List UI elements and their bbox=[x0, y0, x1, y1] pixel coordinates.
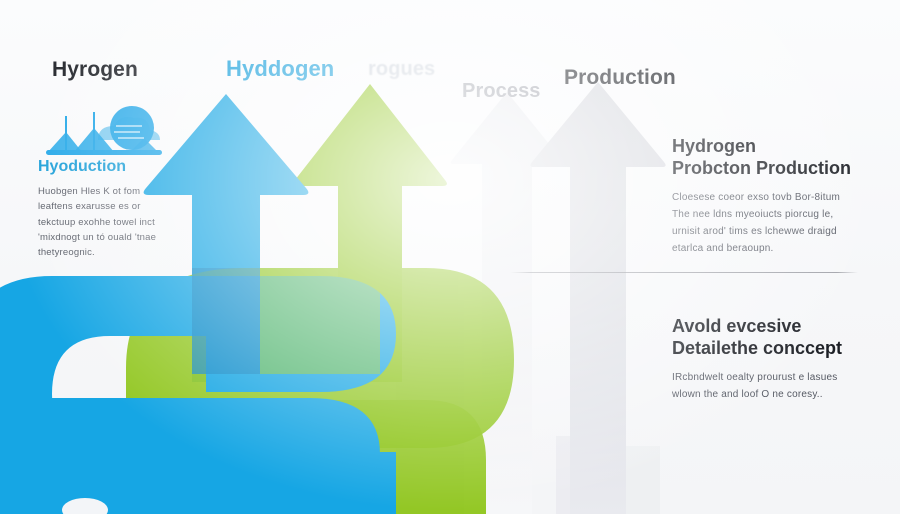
right-panel-bottom: Avold evcesive Detailethe conccept IRcbn… bbox=[672, 316, 862, 403]
right-panel-top-body: Cloesese coeor exso tovb Bor-8itum The n… bbox=[672, 191, 840, 254]
bracket-notch-white bbox=[62, 494, 108, 514]
right-panel-top-heading-line2: Probcton Production bbox=[672, 157, 851, 178]
column-title-rogues: rogues bbox=[368, 58, 436, 80]
left-panel-body: Huobgen Hles K ot fom leaftens exarusse … bbox=[38, 185, 157, 259]
right-panel-bottom-heading: Avold evcesive Detailethe conccept bbox=[672, 316, 862, 360]
left-panel-heading: Hyoduction bbox=[38, 158, 126, 175]
column-title-process: Process bbox=[462, 80, 541, 102]
section-divider bbox=[510, 272, 858, 273]
right-panel-bottom-heading-line2: Detailethe conccept bbox=[672, 337, 843, 358]
column-title-hyrogen: Hyrogen bbox=[52, 58, 138, 81]
right-panel-top-heading: Hydrogen Probcton Production bbox=[672, 136, 858, 180]
right-panel-top: Hydrogen Probcton Production Cloesese co… bbox=[672, 136, 858, 257]
column-title-production: Production bbox=[564, 66, 676, 89]
right-panel-bottom-body: IRcbndwelt oealty prourust e lasues wlow… bbox=[672, 371, 838, 400]
arrow-production bbox=[528, 78, 668, 514]
left-panel: Hyoduction Huobgen Hles K ot fom leaften… bbox=[38, 158, 164, 261]
bracket-overlap-blue-dark bbox=[192, 268, 260, 374]
column-title-hyddogen: Hyddogen bbox=[226, 56, 335, 81]
right-panel-top-heading-line1: Hydrogen bbox=[672, 136, 757, 156]
bracket-overlap-green bbox=[260, 268, 380, 374]
right-panel-bottom-heading-line1: Avold evcesive bbox=[672, 316, 802, 336]
bracket-shape-blue-bar bbox=[0, 398, 380, 514]
landscape-sailboat-icon bbox=[44, 104, 164, 160]
